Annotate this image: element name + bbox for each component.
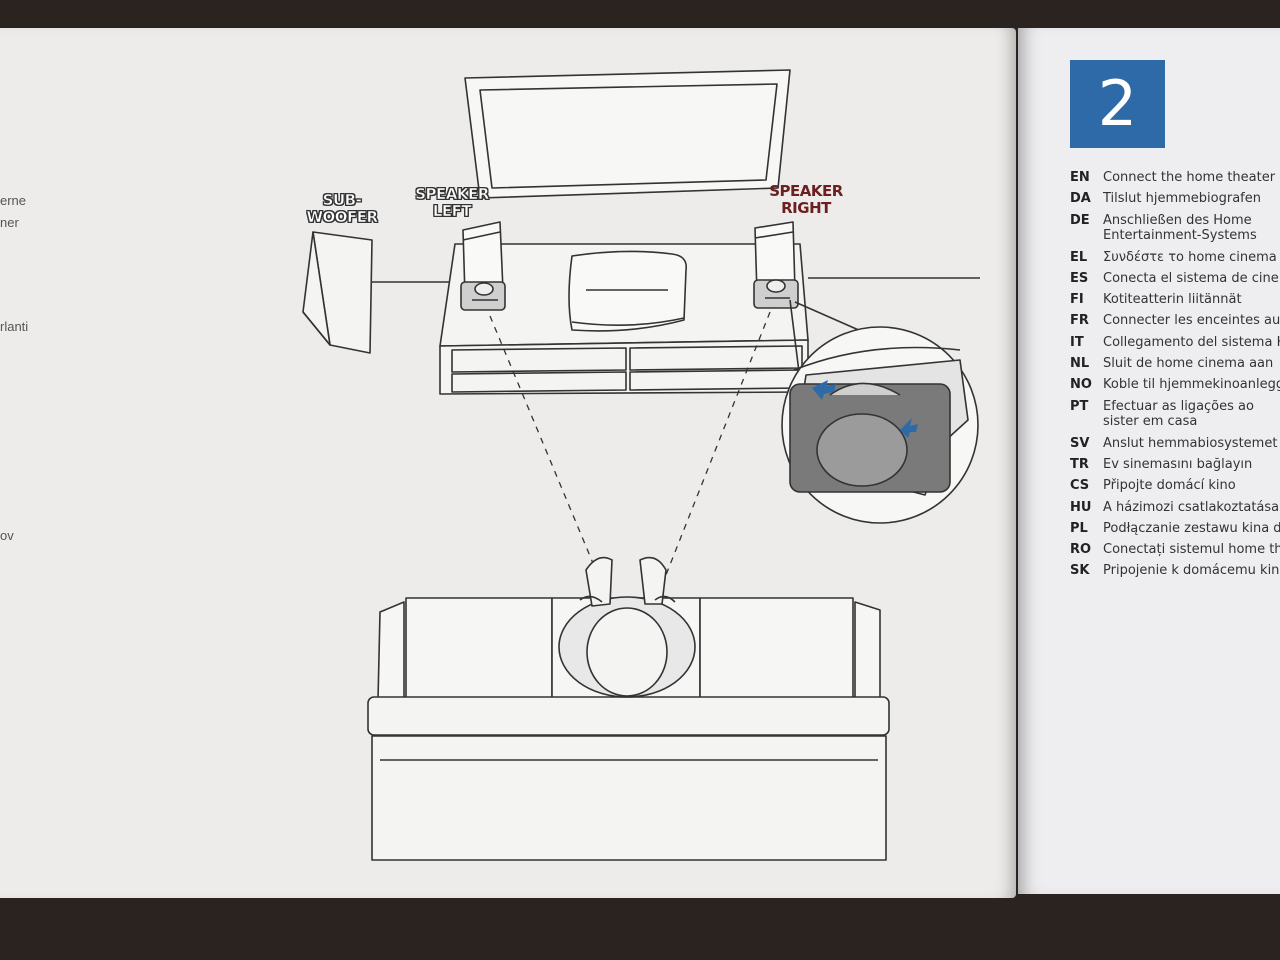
list-item: SV Anslut hemmabiosystemet bbox=[1070, 433, 1280, 454]
language-title: Připojte domácí kino bbox=[1103, 478, 1236, 494]
list-item: PT Efectuar as ligações ao sister em casa bbox=[1070, 396, 1280, 433]
list-item: SK Pripojenie k domácemu kinu bbox=[1070, 560, 1280, 581]
language-code: DA bbox=[1070, 191, 1091, 207]
speaker-right bbox=[753, 221, 799, 309]
speaker-left bbox=[460, 221, 506, 311]
language-title: Pripojenie k domácemu kinu bbox=[1103, 563, 1280, 579]
language-title: Ev sinemasını bağlayın bbox=[1103, 456, 1253, 472]
language-title: Efectuar as ligações ao sister em casa bbox=[1103, 398, 1254, 429]
list-item: EN Connect the home theater bbox=[1070, 167, 1280, 188]
language-code: SK bbox=[1070, 563, 1090, 579]
language-title: Sluit de home cinema aan bbox=[1103, 356, 1274, 372]
list-item: HU A házimozi csatlakoztatása bbox=[1070, 497, 1280, 518]
list-item: FI Kotiteatterin liitännät bbox=[1070, 289, 1280, 310]
subwoofer bbox=[302, 231, 373, 354]
language-title: Συνδέστε το home cinema bbox=[1103, 249, 1277, 265]
language-title: Podłączanie zestawu kina do bbox=[1103, 520, 1280, 536]
list-item: RO Conectați sistemul home the bbox=[1070, 539, 1280, 560]
language-code: EN bbox=[1070, 170, 1090, 185]
language-code: IT bbox=[1070, 334, 1084, 350]
language-title: Koble til hjemmekinoanlegge bbox=[1103, 377, 1280, 393]
language-code: ES bbox=[1070, 270, 1089, 286]
language-title: Anslut hemmabiosystemet bbox=[1103, 435, 1278, 451]
language-title-list: EN Connect the home theater DA Tilslut hje… bbox=[1070, 167, 1280, 582]
list-item: PL Podłączanie zestawu kina do bbox=[1070, 518, 1280, 539]
blue-arrow-icon bbox=[812, 380, 836, 400]
language-code: NL bbox=[1070, 356, 1090, 372]
language-title: Tilslut hjemmebiografen bbox=[1103, 191, 1261, 207]
list-item: ES Conecta el sistema de cine e bbox=[1070, 268, 1280, 289]
margin-fragment: ov bbox=[0, 528, 14, 543]
language-code: RO bbox=[1070, 542, 1092, 558]
language-title: Connect the home theater bbox=[1103, 170, 1276, 185]
language-title: Conectați sistemul home the bbox=[1103, 542, 1280, 558]
language-title: Anschließen des Home Entertainment-Syste… bbox=[1103, 212, 1257, 243]
margin-fragment: erne bbox=[0, 193, 27, 208]
language-code: EL bbox=[1070, 249, 1088, 265]
language-code: DE bbox=[1070, 212, 1090, 228]
margin-fragment: ner bbox=[0, 215, 19, 230]
language-code: TR bbox=[1070, 456, 1089, 472]
tv-screen bbox=[464, 69, 791, 199]
language-code: PT bbox=[1070, 398, 1089, 414]
language-title: Connecter les enceintes au H bbox=[1103, 313, 1280, 329]
list-item: NL Sluit de home cinema aan bbox=[1070, 353, 1280, 374]
language-title: Conecta el sistema de cine e bbox=[1103, 270, 1280, 286]
language-code: FR bbox=[1070, 313, 1089, 329]
list-item: DA Tilslut hjemmebiografen bbox=[1070, 188, 1280, 209]
language-code: CS bbox=[1070, 478, 1090, 494]
language-code: HU bbox=[1070, 499, 1092, 515]
list-item: EL Συνδέστε το home cinema bbox=[1070, 247, 1280, 268]
booklet-right-page bbox=[1018, 28, 1280, 894]
home-theater-main-unit bbox=[568, 250, 688, 332]
language-code: FI bbox=[1070, 292, 1084, 308]
blue-arrow-icon bbox=[900, 418, 918, 438]
language-title: A házimozi csatlakoztatása bbox=[1103, 499, 1280, 515]
person-seated bbox=[558, 556, 696, 698]
list-item: DE Anschließen des Home Entertainment-Sys… bbox=[1070, 210, 1280, 247]
list-item: FR Connecter les enceintes au H bbox=[1070, 310, 1280, 331]
margin-fragment: rlanti bbox=[0, 319, 29, 334]
language-code: NO bbox=[1070, 377, 1092, 393]
step-number-badge: 2 bbox=[1070, 60, 1165, 148]
label-subwoofer: SUB-WOOFER bbox=[306, 191, 378, 226]
listening-angle-lines bbox=[489, 311, 771, 593]
list-item: CS Připojte domácí kino bbox=[1070, 475, 1280, 496]
list-item: TR Ev sinemasını bağlayın bbox=[1070, 454, 1280, 475]
list-item: NO Koble til hjemmekinoanlegge bbox=[1070, 374, 1280, 395]
language-code: PL bbox=[1070, 520, 1088, 536]
callout-line bbox=[789, 299, 801, 381]
language-code: SV bbox=[1070, 435, 1090, 451]
blue-arrow-icons bbox=[812, 380, 918, 438]
language-title: Collegamento del sistema H bbox=[1103, 334, 1280, 350]
zoom-detail-circle bbox=[781, 326, 979, 524]
language-title: Kotiteatterin liitännät bbox=[1103, 292, 1242, 308]
list-item: IT Collegamento del sistema H bbox=[1070, 332, 1280, 353]
